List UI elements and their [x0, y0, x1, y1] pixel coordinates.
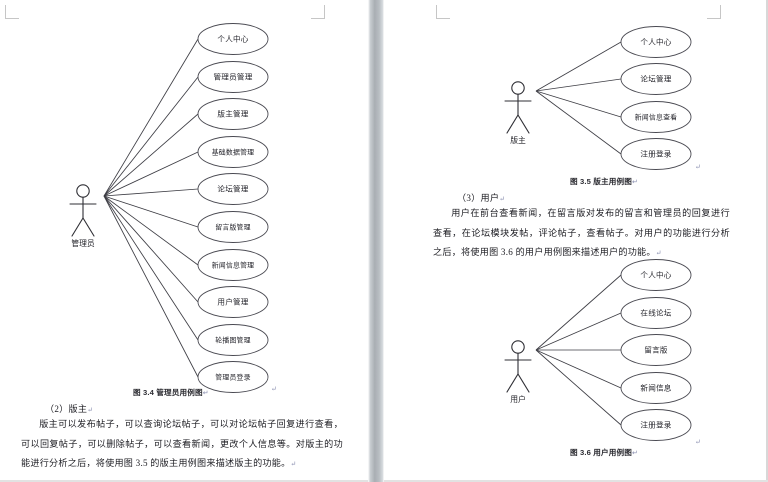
figure-3-5-moderator-usecase-diagram: 版主 个人中心 论坛管理 新闻信息查看: [384, 0, 768, 180]
caption-mark: ↵: [202, 390, 209, 397]
crop-mark-top-left: [5, 5, 19, 19]
paragraph-mark-figure-3-6: ↵: [695, 438, 701, 446]
usecase-ellipses: 个人中心 管理员管理 版主管理 基础数据管理: [197, 23, 269, 393]
section-heading-text: （2）版主: [45, 404, 88, 414]
figure-3-6-caption: 图 3.6 用户用例图↵: [570, 447, 638, 458]
body-paragraph-moderator: 版主可以发布帖子，可以查询论坛帖子，可以对论坛帖子回复进行查看，可以回复帖子，可…: [21, 415, 343, 475]
usecase-node: 个人中心: [620, 259, 692, 291]
usecase-node: 注册登录: [620, 409, 692, 441]
association-lines: [535, 41, 622, 155]
usecase-node: 留言版管理: [197, 211, 269, 243]
figure-3-6-user-usecase-diagram: 用户 个人中心 在线论坛 留言版: [384, 252, 768, 442]
usecase-node: 版主管理: [197, 98, 269, 130]
caption-mark: ↵: [632, 450, 639, 457]
usecase-node: 注册登录: [620, 138, 692, 170]
body-paragraph-text: 用户在前台查看新闻，在留言版对发布的留言和管理员的回复进行查看，在论坛模块发帖，…: [433, 208, 730, 257]
usecase-node: 用户管理: [197, 286, 269, 318]
paragraph-mark: ↵: [290, 460, 297, 468]
usecase-node: 基础数据管理: [197, 136, 269, 168]
association-lines: [535, 274, 622, 426]
usecase-label: 基础数据管理: [212, 147, 255, 156]
usecase-label: 论坛管理: [217, 184, 248, 194]
usecase-node: 管理员登录: [197, 361, 269, 393]
usecase-label: 论坛管理: [640, 74, 671, 84]
actor-label-moderator: 版主: [510, 135, 526, 145]
usecase-label: 新闻信息管理: [212, 260, 255, 269]
usecase-label: 注册登录: [640, 149, 671, 159]
page-gutter-scrollbar[interactable]: [368, 0, 384, 482]
usecase-node: 论坛管理: [620, 63, 692, 95]
usecase-label: 用户管理: [217, 297, 248, 307]
usecase-node: 新闻信息查看: [620, 101, 692, 133]
usecase-node: 个人中心: [197, 23, 269, 55]
body-paragraph-user: 用户在前台查看新闻，在留言版对发布的留言和管理员的回复进行查看，在论坛模块发帖，…: [433, 204, 730, 264]
usecase-node: 留言版: [620, 334, 692, 366]
usecase-label: 新闻信息: [640, 383, 671, 393]
usecase-label: 个人中心: [640, 37, 671, 47]
usecase-node: 在线论坛: [620, 297, 692, 329]
usecase-node: 轮播图管理: [197, 324, 269, 356]
section-heading-user: （3）用户↵: [457, 190, 505, 204]
crop-mark-top-right: [311, 5, 325, 19]
section-heading-text: （3）用户: [457, 193, 500, 203]
figure-3-5-caption-text: 图 3.5 版主用例图: [570, 177, 632, 186]
usecase-label: 留言版管理: [215, 222, 250, 231]
actor-user: 用户: [504, 340, 532, 404]
figure-3-4-admin-usecase-diagram: 管理员 个人中心 管理员管理 版主管理: [0, 0, 368, 393]
body-paragraph-text: 版主可以发布帖子，可以查询论坛帖子，可以对论坛帖子回复进行查看，可以回复帖子，可…: [21, 419, 343, 468]
usecase-node: 个人中心: [620, 26, 692, 58]
paragraph-mark-figure-3-4: ↵: [271, 385, 277, 393]
crop-mark-top-right: [707, 5, 721, 19]
figure-3-5-caption: 图 3.5 版主用例图↵: [570, 176, 638, 187]
actor-moderator: 版主: [504, 81, 532, 145]
page-bottom-edge: [0, 480, 368, 482]
usecase-label: 版主管理: [217, 109, 248, 119]
heading-mark: ↵: [87, 406, 94, 414]
usecase-label: 轮播图管理: [215, 335, 250, 344]
figure-3-4-caption-text: 图 3.4 管理员用例图: [133, 388, 203, 397]
usecase-ellipses: 个人中心 在线论坛 留言版 新闻信息: [620, 259, 692, 441]
usecase-node: 管理员管理: [197, 61, 269, 93]
usecase-label: 留言版: [644, 345, 668, 355]
usecase-node: 新闻信息: [620, 372, 692, 404]
association-lines: [103, 38, 199, 378]
usecase-label: 个人中心: [217, 34, 248, 44]
usecase-label: 在线论坛: [640, 308, 671, 318]
usecase-label: 注册登录: [640, 420, 671, 430]
page-right-edge: [766, 0, 768, 482]
usecase-label: 管理员登录: [215, 372, 250, 381]
page-bottom-edge: [384, 480, 768, 482]
caption-mark: ↵: [632, 179, 639, 186]
page-left: 管理员 个人中心 管理员管理 版主管理: [0, 0, 368, 482]
paragraph-mark: ↵: [655, 249, 662, 257]
usecase-label: 新闻信息查看: [635, 112, 678, 121]
crop-mark-top-left: [436, 5, 450, 19]
actor-admin: 管理员: [69, 184, 97, 248]
page-right: 版主 个人中心 论坛管理 新闻信息查看: [384, 0, 768, 482]
figure-3-4-caption: 图 3.4 管理员用例图↵: [133, 387, 209, 398]
usecase-label: 管理员管理: [214, 72, 253, 82]
actor-label-user: 用户: [510, 394, 526, 404]
usecase-ellipses: 个人中心 论坛管理 新闻信息查看 注册登录: [620, 26, 692, 170]
usecase-node: 新闻信息管理: [197, 249, 269, 281]
usecase-label: 个人中心: [640, 270, 671, 280]
actor-label-admin: 管理员: [71, 238, 95, 248]
paragraph-mark-figure-3-5: ↵: [695, 163, 701, 171]
section-heading-moderator: （2）版主↵: [45, 401, 93, 415]
figure-3-6-caption-text: 图 3.6 用户用例图: [570, 448, 632, 457]
usecase-node: 论坛管理: [197, 173, 269, 205]
heading-mark: ↵: [499, 195, 506, 203]
